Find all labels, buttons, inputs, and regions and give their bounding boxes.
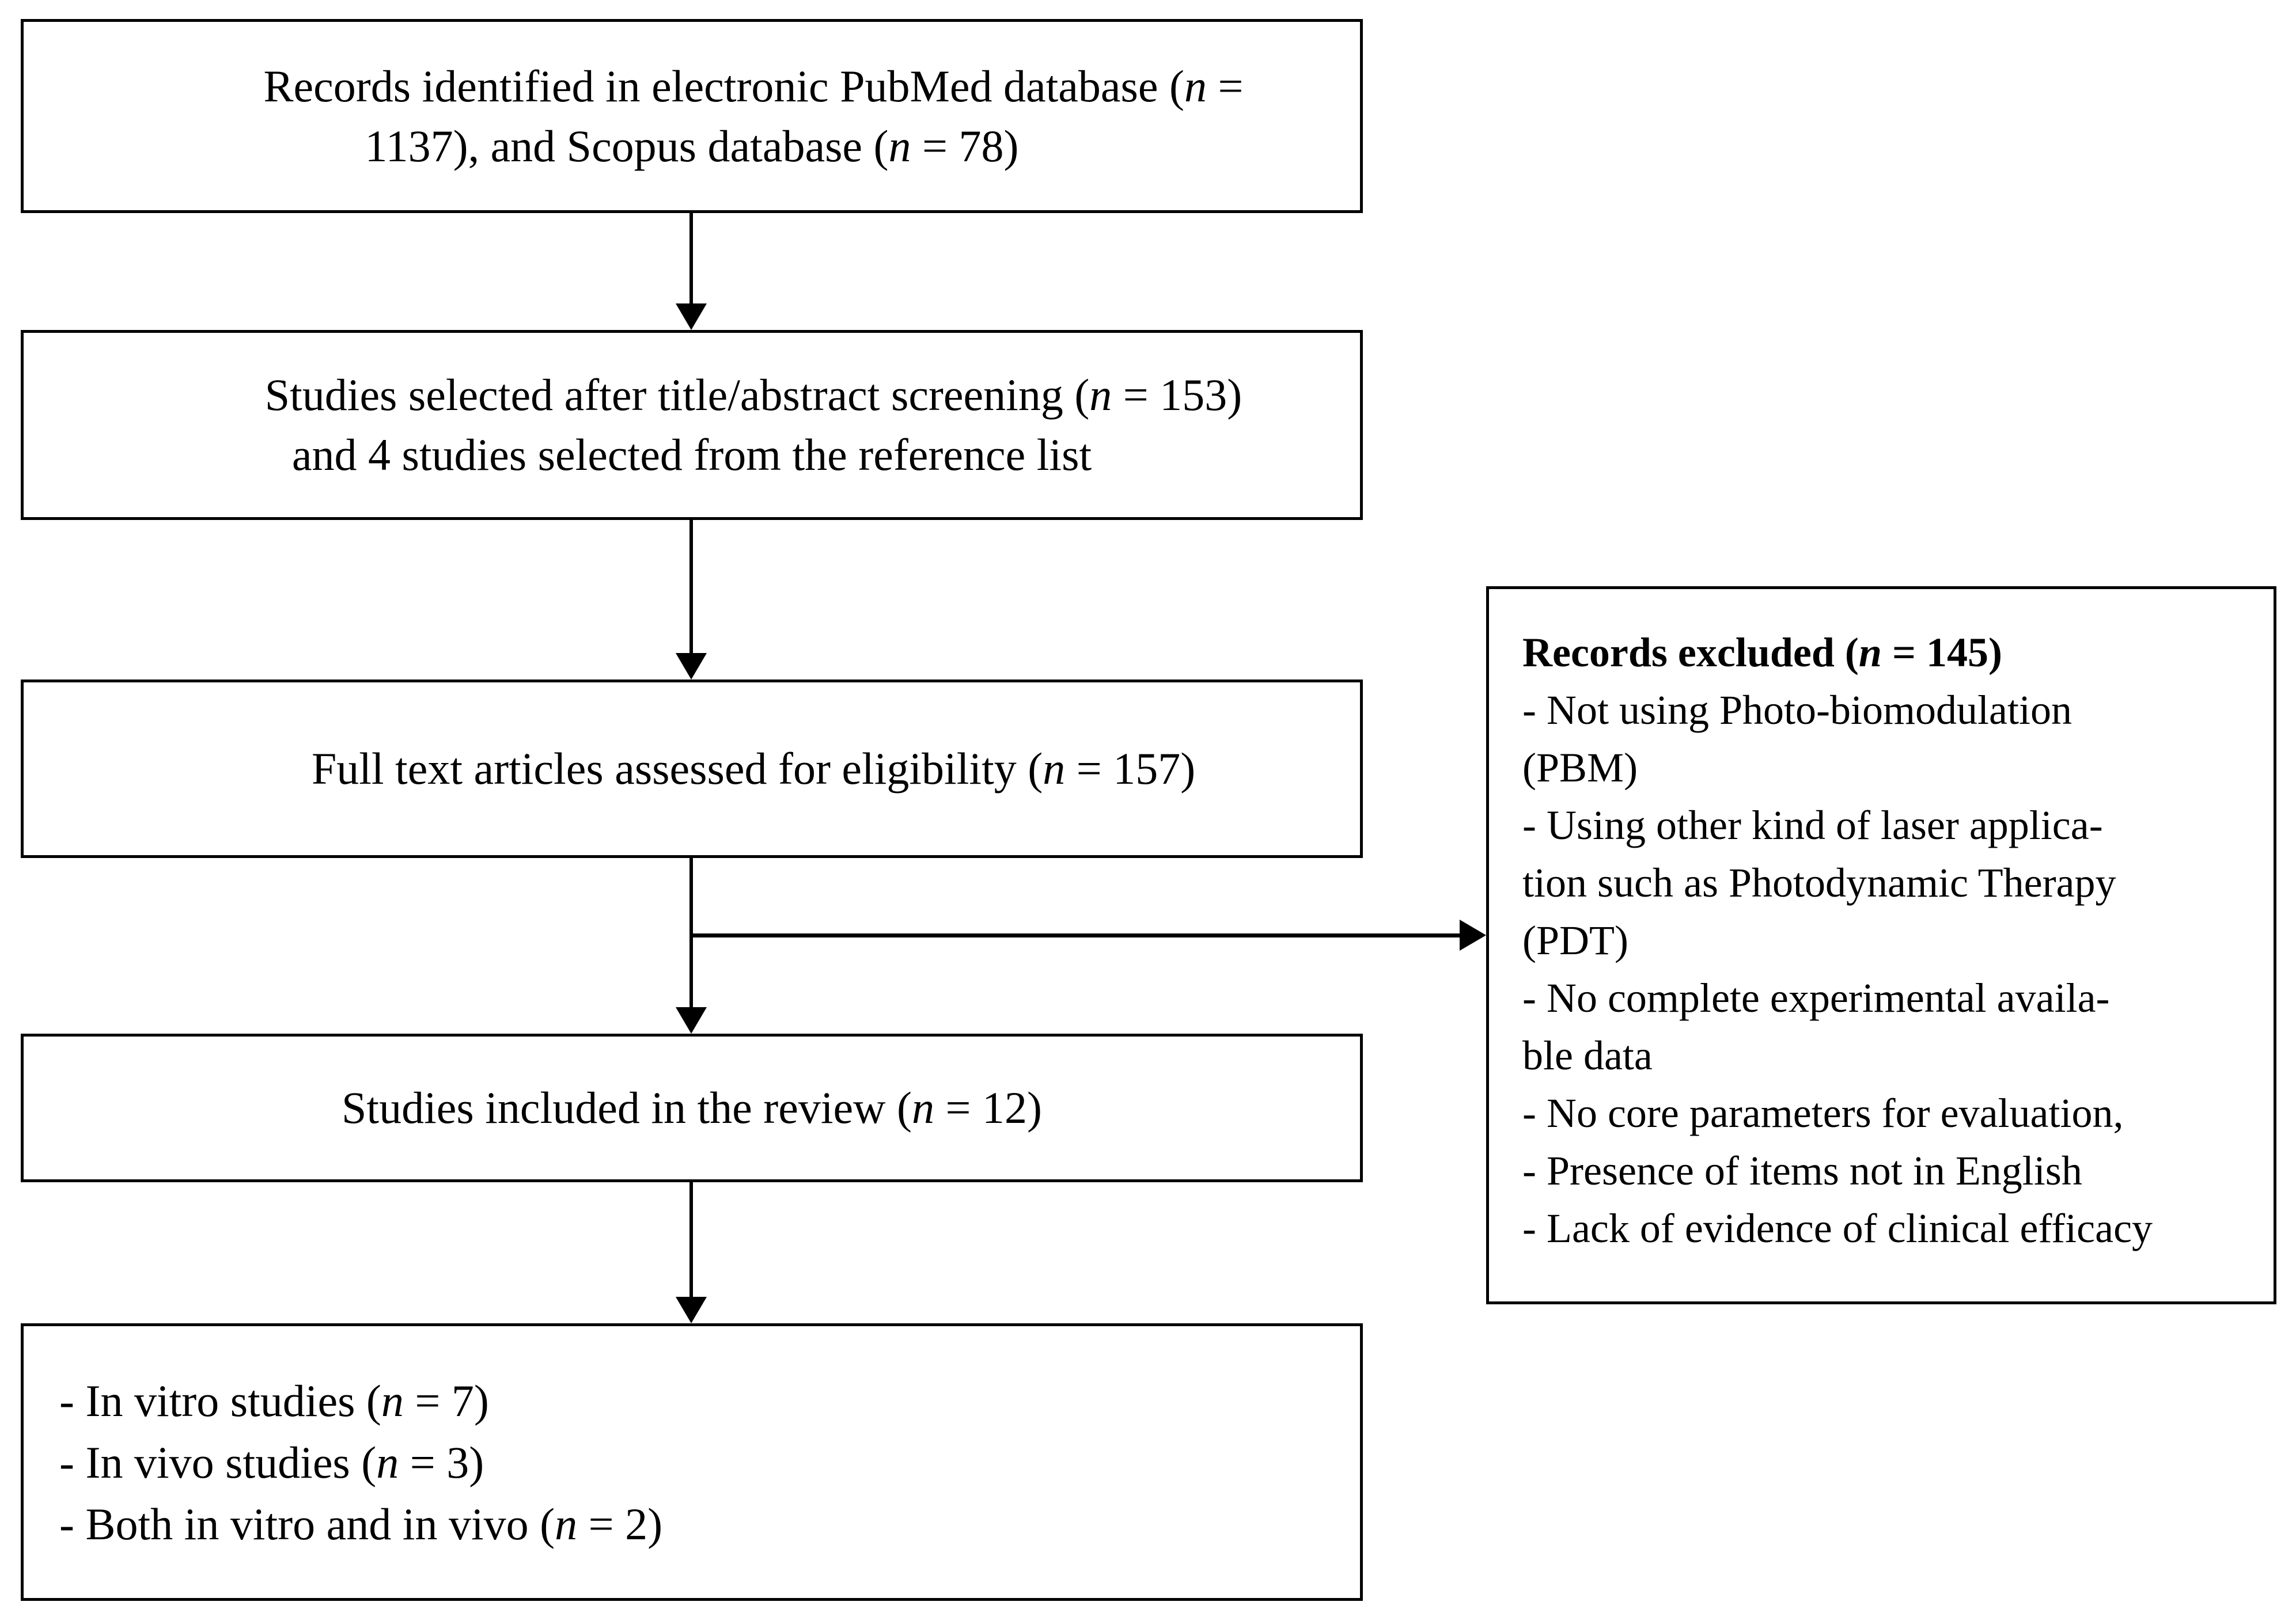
arrow-down-icon <box>676 1007 707 1034</box>
excluded-reason-line: - Using other kind of laser applica- <box>1522 802 2103 848</box>
screening-box-line-1: Studies selected after title/abstract sc… <box>264 370 1242 420</box>
excluded-reason-line: tion such as Photodynamic Therapy <box>1522 860 2116 906</box>
arrow-shaft <box>689 858 693 1007</box>
identification-box-line-1: Records identified in electronic PubMed … <box>263 60 1244 111</box>
excluded-box: Records excluded (n = 145) - Not using P… <box>1486 586 2276 1304</box>
arrow-right-icon <box>1460 920 1486 951</box>
arrow-eligibility-to-included <box>676 858 707 1034</box>
included-box: Studies included in the review (n = 12) <box>21 1034 1363 1182</box>
arrow-screening-to-eligibility <box>676 520 707 680</box>
identification-box: Records identified in electronic PubMed … <box>21 19 1363 213</box>
arrow-down-icon <box>676 303 707 330</box>
excluded-reason-line: (PDT) <box>1522 917 1628 963</box>
arrow-eligibility-to-excluded <box>691 920 1486 951</box>
included-box-line-1: Studies included in the review (n = 12) <box>342 1083 1042 1133</box>
excluded-reason-line: - Presence of items not in English <box>1522 1148 2082 1194</box>
excluded-reason-line: - No complete experimental availa- <box>1522 975 2110 1021</box>
excluded-reason-line: - No core parameters for evaluation, <box>1522 1090 2124 1136</box>
breakdown-box-line-3: - Both in vitro and in vivo (n = 2) <box>59 1498 663 1549</box>
excluded-reason-line: - Not using Photo-biomodulation <box>1522 687 2072 733</box>
screening-box: Studies selected after title/abstract sc… <box>21 330 1363 520</box>
excluded-reason-line: ble data <box>1522 1033 1653 1079</box>
excluded-reason-line: (PBM) <box>1522 745 1638 791</box>
arrow-identification-to-screening <box>676 213 707 330</box>
arrow-shaft <box>689 520 693 653</box>
arrow-shaft <box>689 213 693 303</box>
screening-box-line-2: and 4 studies selected from the referenc… <box>291 430 1092 480</box>
eligibility-box: Full text articles assessed for eligibil… <box>21 680 1363 858</box>
excluded-reason-line: - Lack of evidence of clinical efficacy <box>1522 1205 2153 1251</box>
arrow-included-to-breakdown <box>676 1182 707 1323</box>
eligibility-box-line-1: Full text articles assessed for eligibil… <box>311 743 1196 794</box>
breakdown-box: - In vitro studies (n = 7) - In vivo stu… <box>21 1323 1363 1601</box>
excluded-box-title: Records excluded (n = 145) <box>1522 629 2002 675</box>
identification-box-line-2: 1137), and Scopus database (n = 78) <box>365 120 1019 171</box>
arrow-shaft <box>689 1182 693 1297</box>
arrow-shaft <box>691 933 1460 937</box>
arrow-down-icon <box>676 1297 707 1323</box>
breakdown-box-line-1: - In vitro studies (n = 7) <box>59 1375 489 1426</box>
breakdown-box-line-2: - In vivo studies (n = 3) <box>59 1437 484 1487</box>
arrow-down-icon <box>676 653 707 680</box>
